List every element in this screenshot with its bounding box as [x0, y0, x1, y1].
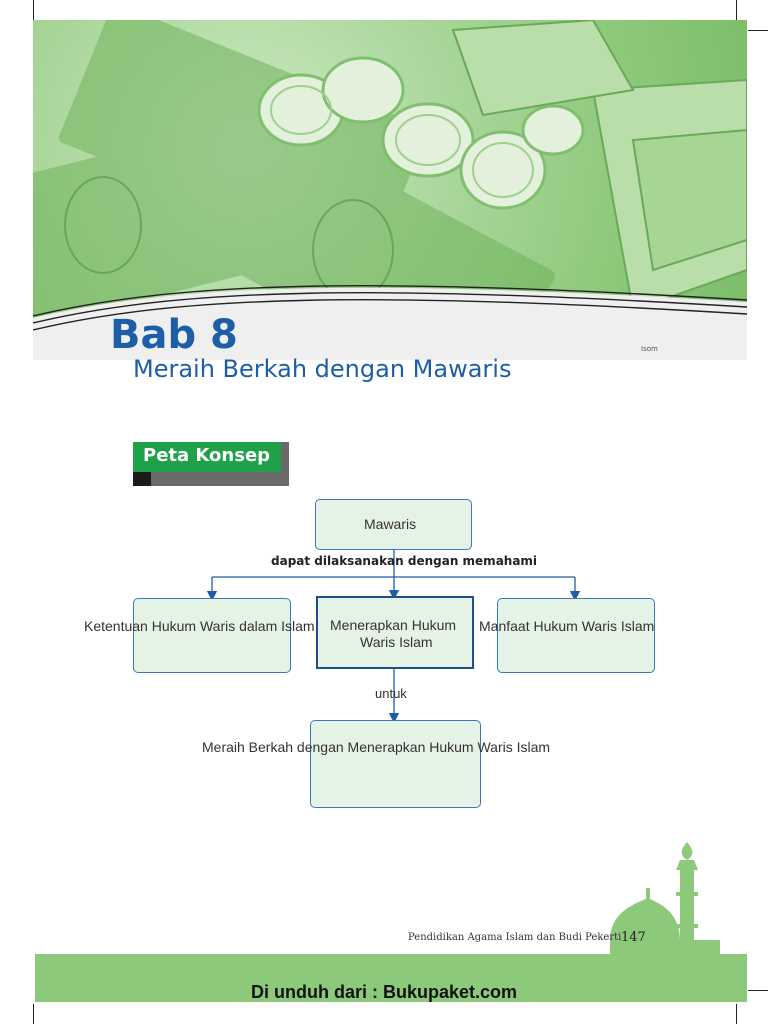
right-node-box — [497, 598, 655, 673]
right-node-label: Manfaat Hukum Waris Islam — [479, 618, 654, 634]
page-number: 147 — [621, 930, 646, 945]
center-node-label-line1: Menerapkan Hukum — [330, 617, 456, 633]
download-source-note: Di unduh dari : Bukupaket.com — [0, 982, 768, 1003]
connector-label: dapat dilaksanakan dengan memahami — [271, 554, 537, 568]
bottom-node-box — [310, 720, 481, 808]
bottom-node-label: Meraih Berkah dengan Menerapkan Hukum Wa… — [202, 739, 550, 755]
purpose-label: untuk — [375, 686, 407, 701]
book-title: Pendidikan Agama Islam dan Budi Pekerti — [408, 932, 621, 943]
root-node-label: Mawaris — [364, 516, 416, 532]
center-node-label-line2: Waris Islam — [360, 634, 433, 650]
left-node-label: Ketentuan Hukum Waris dalam Islam — [84, 618, 315, 634]
left-node-box — [133, 598, 291, 673]
